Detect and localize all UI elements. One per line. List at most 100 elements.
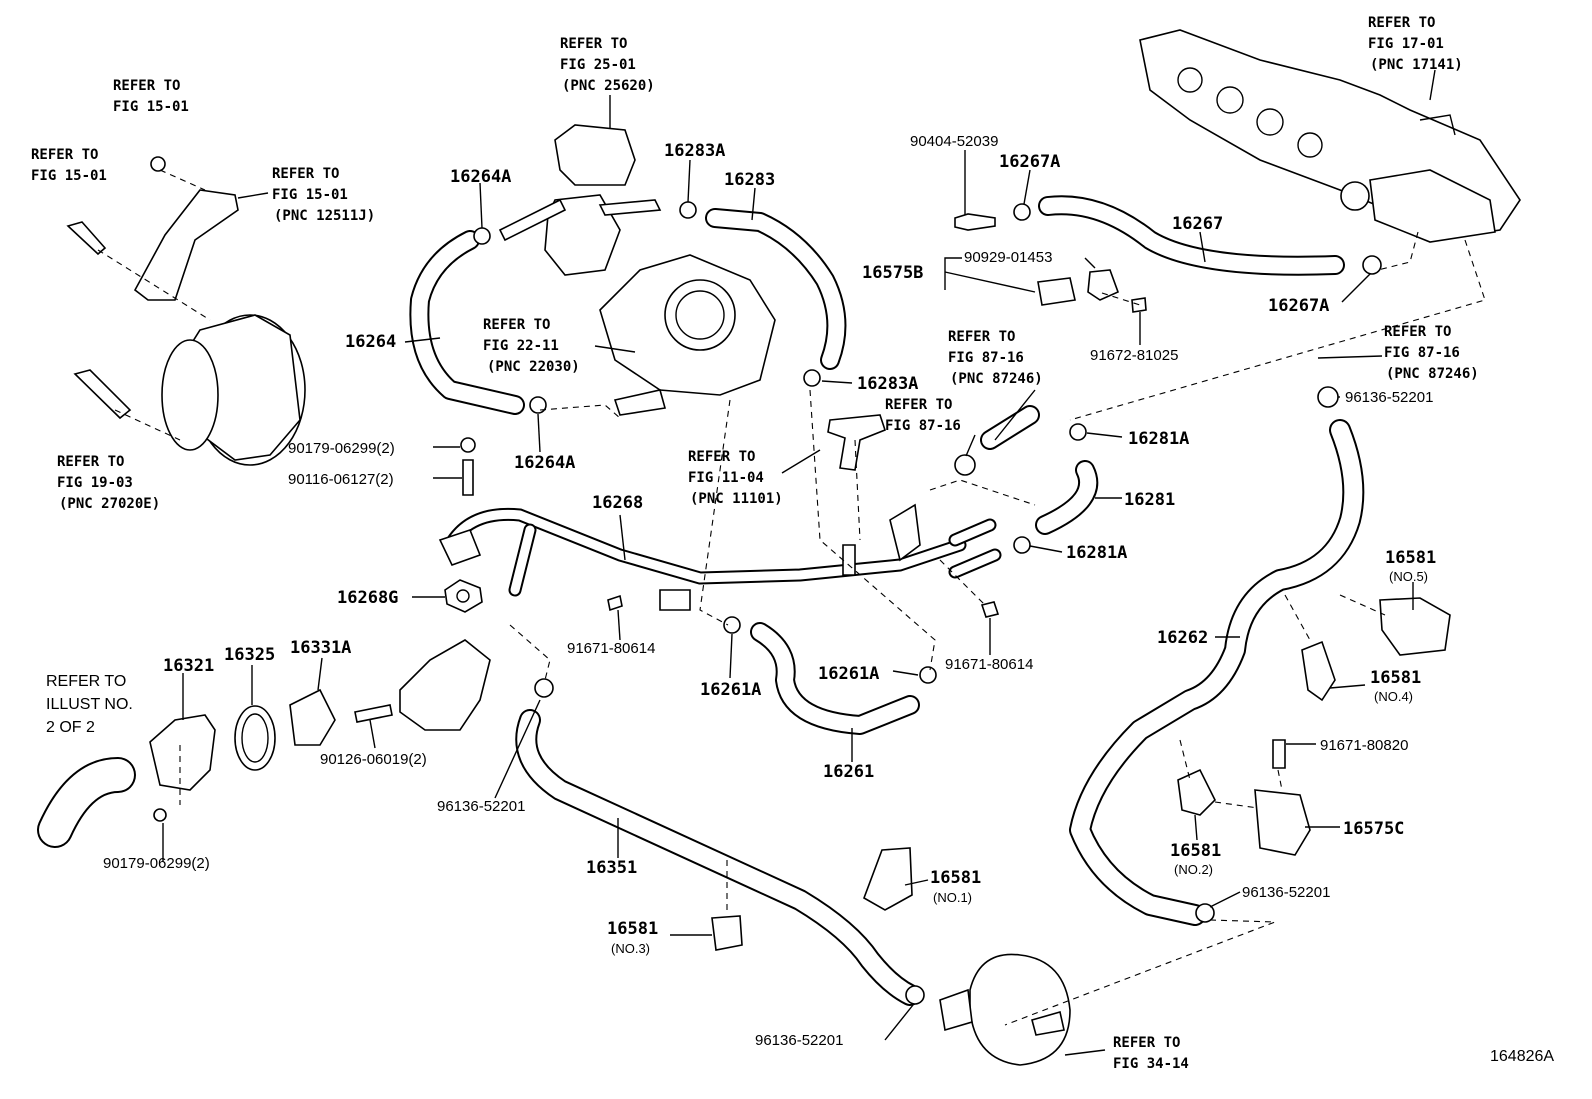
part-16581-no3: 16581 (607, 919, 658, 939)
part-91671-80820: 91671-80820 (1320, 737, 1408, 754)
ref-fig-17-01-line1: REFER TO (1368, 15, 1435, 31)
part-16267a-right: 16267A (1268, 296, 1329, 316)
water-bypass-pipe-16268-drawing (438, 503, 1002, 597)
part-16281: 16281 (1124, 490, 1175, 510)
ref-fig-11-04-line2: FIG 11-04 (688, 470, 764, 486)
part-16283a-top: 16283A (664, 141, 725, 161)
water-inlet-drawing (149, 639, 491, 791)
ref-fig-11-04-line1: REFER TO (688, 449, 755, 465)
note-no5: (NO.5) (1389, 569, 1428, 584)
part-16325: 16325 (224, 645, 275, 665)
nut-drawing (150, 156, 166, 172)
ref-fig-15-01-c-line1: REFER TO (272, 166, 339, 182)
parts-drawing (37, 29, 1521, 1066)
part-16575c: 16575C (1343, 819, 1404, 839)
throttle-body-drawing (599, 254, 776, 416)
part-16264a-top: 16264A (450, 167, 511, 187)
part-16264: 16264 (345, 332, 396, 352)
part-16575b: 16575B (862, 263, 923, 283)
part-16581-no4: 16581 (1370, 668, 1421, 688)
ref-fig-87-16-a-line2: FIG 87-16 (948, 350, 1024, 366)
ref-fig-17-01-line2: FIG 17-01 (1368, 36, 1444, 52)
part-16283a-mid: 16283A (857, 374, 918, 394)
part-16281a-bottom: 16281A (1066, 543, 1127, 563)
idle-speed-control-valve-drawing (498, 124, 662, 276)
note-no1: (NO.1) (933, 890, 972, 905)
note-no3: (NO.3) (611, 941, 650, 956)
ref-fig-22-11-line1: REFER TO (483, 317, 550, 333)
part-16581-no5: 16581 (1385, 548, 1436, 568)
part-16261: 16261 (823, 762, 874, 782)
part-90126-06019: 90126-06019(2) (320, 751, 427, 768)
ref-fig-25-01-line1: REFER TO (560, 36, 627, 52)
part-16267a-top: 16267A (999, 152, 1060, 172)
part-96136-52201-mid: 96136-52201 (437, 798, 525, 815)
bracket-12511j-drawing (133, 189, 239, 301)
ref-fig-22-11-line2: FIG 22-11 (483, 338, 559, 354)
part-90929-01453: 90929-01453 (964, 249, 1052, 266)
hose-clamps-drawing (473, 201, 1382, 1005)
part-16321: 16321 (163, 656, 214, 676)
ref-fig-19-03-line1: REFER TO (57, 454, 124, 470)
part-91672-81025: 91672-81025 (1090, 347, 1178, 364)
part-16261a-right: 16261A (818, 664, 879, 684)
ref-fig-87-16-a-line3: (PNC 87246) (950, 371, 1043, 387)
part-96136-52201-bottom: 96136-52201 (755, 1032, 843, 1049)
part-16267: 16267 (1172, 214, 1223, 234)
ref-fig-34-14-line2: FIG 34-14 (1113, 1056, 1189, 1072)
ref-fig-87-16-b-line2: FIG 87-16 (885, 418, 961, 434)
part-16264a-bottom: 16264A (514, 453, 575, 473)
hose-clips-drawing (711, 597, 1451, 951)
ref-fig-15-01-b-line2: FIG 15-01 (31, 168, 107, 184)
part-90404-52039: 90404-52039 (910, 133, 998, 150)
refer-to-labels: REFER TO FIG 25-01 (PNC 25620) REFER TO … (31, 15, 1479, 1072)
hoses-drawing (409, 195, 1365, 1006)
gasket-16268g-drawing (444, 579, 483, 613)
ref-illust-line3: 2 OF 2 (46, 719, 95, 736)
ref-fig-15-01-c-line2: FIG 15-01 (272, 187, 348, 203)
ref-fig-15-01-b-line1: REFER TO (31, 147, 98, 163)
ref-fig-19-03-line2: FIG 19-03 (57, 475, 133, 491)
dashed-guides (97, 169, 1486, 1026)
ref-fig-34-14-line1: REFER TO (1113, 1035, 1180, 1051)
part-16581-no1: 16581 (930, 868, 981, 888)
ref-fig-87-16-c-line1: REFER TO (1384, 324, 1451, 340)
ref-fig-19-03-line3: (PNC 27020E) (59, 496, 160, 512)
part-16268: 16268 (592, 493, 643, 513)
part-number-labels: 16264A 16283A 16283 90404-52039 16267A 1… (103, 133, 1554, 1065)
part-16262: 16262 (1157, 628, 1208, 648)
leader-lines (162, 69, 1436, 1056)
ref-fig-15-01-c-line3: (PNC 12511J) (274, 208, 375, 224)
ref-fig-87-16-c-line2: FIG 87-16 (1384, 345, 1460, 361)
ref-fig-25-01-line2: FIG 25-01 (560, 57, 636, 73)
note-no2: (NO.2) (1174, 862, 1213, 877)
ref-fig-22-11-line3: (PNC 22030) (487, 359, 580, 375)
part-16268g: 16268G (337, 588, 398, 608)
part-16261a-left: 16261A (700, 680, 761, 700)
illustration-id: 164826A (1490, 1048, 1554, 1065)
ref-fig-17-01-line3: (PNC 17141) (1370, 57, 1463, 73)
part-16351: 16351 (586, 858, 637, 878)
ref-illust-line2: ILLUST NO. (46, 696, 133, 713)
part-16281a-top: 16281A (1128, 429, 1189, 449)
ref-fig-87-16-a-line1: REFER TO (948, 329, 1015, 345)
ref-fig-87-16-c-line3: (PNC 87246) (1386, 366, 1479, 382)
part-91671-80614-left: 91671-80614 (567, 640, 655, 657)
part-16331a: 16331A (290, 638, 351, 658)
ref-fig-15-01-a-line1: REFER TO (113, 78, 180, 94)
ref-fig-87-16-b-line1: REFER TO (885, 397, 952, 413)
part-90179-06299-b: 90179-06299(2) (103, 855, 210, 872)
water-pump-drawing (73, 314, 306, 466)
bolts-drawing (153, 213, 1286, 822)
ref-fig-15-01-a-line2: FIG 15-01 (113, 99, 189, 115)
ref-illust-line1: REFER TO (46, 673, 126, 690)
ref-fig-11-04-line3: (PNC 11101) (690, 491, 783, 507)
bolt-upper-left-drawing (66, 221, 107, 256)
part-96136-52201-right-top: 96136-52201 (1345, 389, 1433, 406)
exhaust-manifold-drawing (1139, 29, 1521, 243)
note-no4: (NO.4) (1374, 689, 1413, 704)
part-16581-no2: 16581 (1170, 841, 1221, 861)
oil-cooler-drawing (939, 953, 1071, 1066)
ref-fig-25-01-line3: (PNC 25620) (562, 78, 655, 94)
